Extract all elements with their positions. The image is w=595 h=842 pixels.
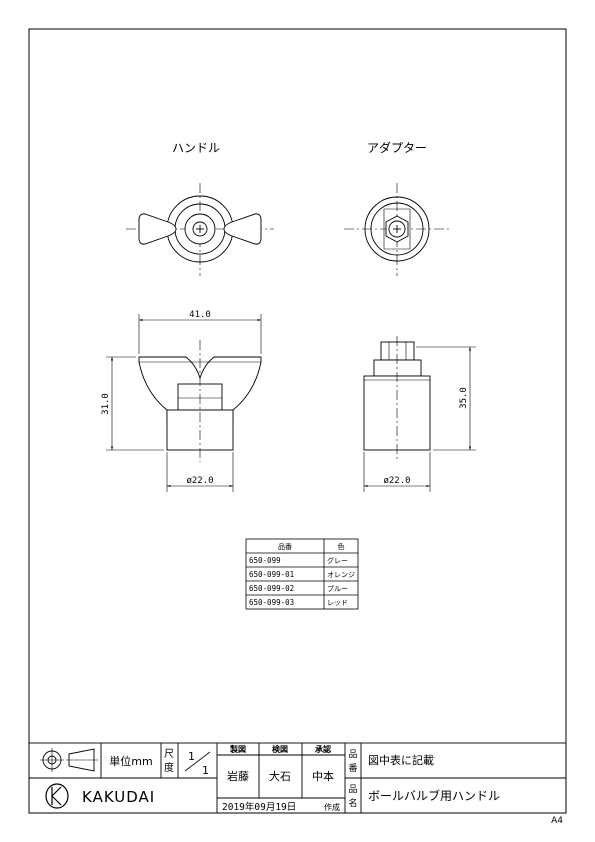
parts-table-header-color: 色 [338, 542, 345, 551]
role-label-checker: 検図 [272, 744, 288, 754]
part-name-value: ボールバルブ用ハンドル [368, 788, 500, 803]
unit-label: 単位mm [109, 754, 152, 768]
title-block-text: 単位mm 尺 度 1 1 製図 検図 承認 岩藤 大石 中本 品 番 図中表に記… [82, 744, 500, 813]
table-cell: 650-099-01 [249, 570, 294, 579]
adapter-view-title: アダプター [367, 140, 427, 155]
handle-side-view [138, 340, 262, 462]
role-name-approver: 中本 [312, 769, 334, 783]
company-name: KAKUDAI [82, 788, 155, 806]
table-cell: レッド [327, 599, 348, 607]
creation-date-suffix: 作成 [324, 802, 340, 812]
role-name-drafter: 岩藤 [227, 769, 249, 783]
drawing-frame [28, 28, 567, 814]
part-no-label: 品 [348, 749, 357, 760]
part-no-value: 図中表に記載 [368, 753, 434, 767]
adapter-dimensions [363, 346, 476, 492]
parts-table-rows: 650-099 グレー 650-099-01 オレンジ 650-099-02 ブ… [249, 556, 355, 607]
kakudai-logo-icon [45, 783, 69, 809]
role-label-drafter: 製図 [229, 744, 246, 754]
table-cell: オレンジ [327, 571, 355, 579]
handle-top-view [126, 183, 274, 276]
table-cell: グレー [327, 556, 348, 565]
creation-date: 2019年09月19日 [222, 801, 296, 813]
part-no-label: 番 [348, 762, 357, 774]
scale-label: 尺 [164, 748, 174, 760]
scale-denominator: 1 [202, 764, 209, 777]
parts-table-header-part: 品番 [278, 543, 292, 551]
adapter-side-view [363, 336, 431, 462]
role-name-checker: 大石 [269, 769, 291, 783]
parts-table [245, 538, 359, 610]
dim-handle-diameter: ø22.0 [186, 476, 213, 486]
handle-dimensions [106, 314, 262, 492]
scale-label: 度 [164, 761, 174, 774]
dim-adapter-height: 35.0 [459, 387, 469, 409]
dim-handle-width: 41.0 [189, 310, 211, 320]
part-name-label: 名 [348, 797, 357, 809]
adapter-top-view [344, 183, 450, 276]
table-cell: 650-099-02 [249, 584, 294, 593]
title-block [28, 742, 567, 814]
handle-view-title: ハンドル [172, 141, 220, 155]
table-cell: 650-099 [249, 556, 281, 565]
table-cell: 650-099-03 [249, 598, 294, 607]
part-name-label: 品 [348, 784, 357, 795]
table-cell: ブルー [327, 584, 348, 593]
paper-size-label: A4 [551, 816, 563, 826]
projection-symbol-icon [40, 748, 98, 772]
dim-adapter-diameter: ø22.0 [383, 476, 410, 486]
dim-handle-height: 31.0 [101, 393, 111, 415]
role-label-approver: 承認 [315, 744, 331, 754]
scale-numerator: 1 [188, 750, 195, 763]
